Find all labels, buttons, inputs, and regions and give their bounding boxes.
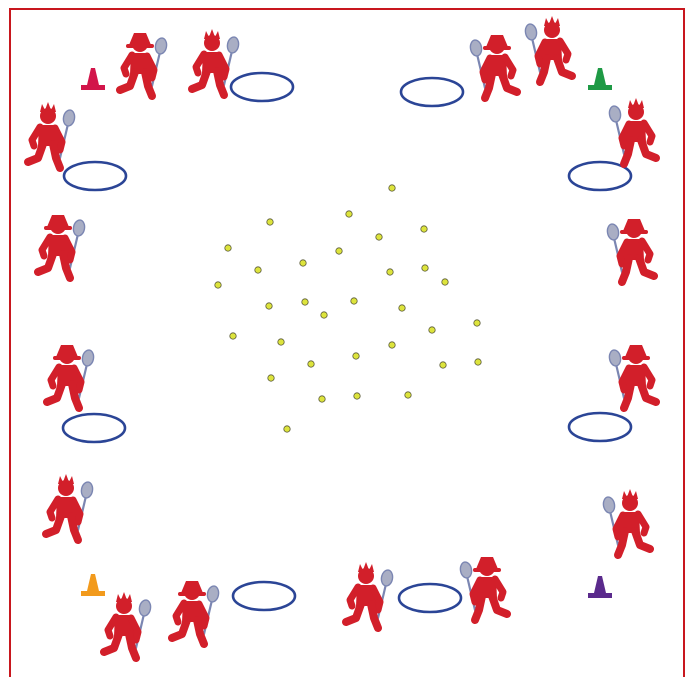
player-with-lacrosse-stick-icon xyxy=(459,557,507,620)
ball-icon xyxy=(351,298,357,304)
player-with-lacrosse-stick-icon xyxy=(606,219,654,282)
ball-icon xyxy=(389,185,395,191)
player-with-lacrosse-stick-icon xyxy=(346,562,394,628)
ball-icon xyxy=(376,234,382,240)
player-with-lacrosse-stick-icon xyxy=(608,98,656,164)
cones-group xyxy=(81,68,612,598)
ball-icon xyxy=(421,226,427,232)
player-with-lacrosse-stick-icon xyxy=(172,581,220,644)
cone-icon-bottom-left xyxy=(81,574,105,596)
player-with-lacrosse-stick-icon xyxy=(38,215,86,278)
ball-icon xyxy=(475,359,481,365)
cone-icon-top-right xyxy=(588,68,612,90)
ball-icon xyxy=(387,269,393,275)
cone-icon-top-left xyxy=(81,68,105,90)
hoop-icon xyxy=(233,582,295,610)
ball-icon xyxy=(215,282,221,288)
hoop-icon xyxy=(231,73,293,101)
ball-icon xyxy=(353,353,359,359)
ball-icon xyxy=(336,248,342,254)
player-with-lacrosse-stick-icon xyxy=(120,33,168,96)
hoops-group xyxy=(63,73,631,612)
ball-icon xyxy=(354,393,360,399)
player-with-lacrosse-stick-icon xyxy=(46,474,94,540)
ball-icon xyxy=(405,392,411,398)
ball-icon xyxy=(442,279,448,285)
ball-icon xyxy=(474,320,480,326)
player-with-lacrosse-stick-icon xyxy=(28,102,76,168)
ball-icon xyxy=(300,260,306,266)
player-with-lacrosse-stick-icon xyxy=(104,592,152,658)
ball-icon xyxy=(268,375,274,381)
cone-icon-bottom-right xyxy=(588,576,612,598)
hoop-icon xyxy=(399,584,461,612)
player-with-lacrosse-stick-icon xyxy=(47,345,95,408)
ball-icon xyxy=(225,245,231,251)
field-boundary xyxy=(10,9,684,677)
ball-icon xyxy=(266,303,272,309)
ball-icon xyxy=(440,362,446,368)
ball-icon xyxy=(399,305,405,311)
hoop-icon xyxy=(401,78,463,106)
hoop-icon xyxy=(64,162,126,190)
ball-icon xyxy=(255,267,261,273)
player-with-lacrosse-stick-icon xyxy=(608,345,656,408)
ball-icon xyxy=(429,327,435,333)
ball-icon xyxy=(308,361,314,367)
ball-icon xyxy=(319,396,325,402)
players-group xyxy=(28,16,656,658)
ball-icon xyxy=(321,312,327,318)
ball-icon xyxy=(389,342,395,348)
ball-icon xyxy=(346,211,352,217)
hoop-icon xyxy=(63,414,125,442)
player-with-lacrosse-stick-icon xyxy=(469,35,517,98)
ball-icon xyxy=(278,339,284,345)
ball-icon xyxy=(302,299,308,305)
player-with-lacrosse-stick-icon xyxy=(192,29,240,95)
ball-icon xyxy=(422,265,428,271)
ball-icon xyxy=(284,426,290,432)
player-with-lacrosse-stick-icon xyxy=(524,16,572,82)
ball-icon xyxy=(230,333,236,339)
player-with-lacrosse-stick-icon xyxy=(602,489,650,555)
hoop-icon xyxy=(569,413,631,441)
balls-group xyxy=(215,185,481,432)
ball-icon xyxy=(267,219,273,225)
